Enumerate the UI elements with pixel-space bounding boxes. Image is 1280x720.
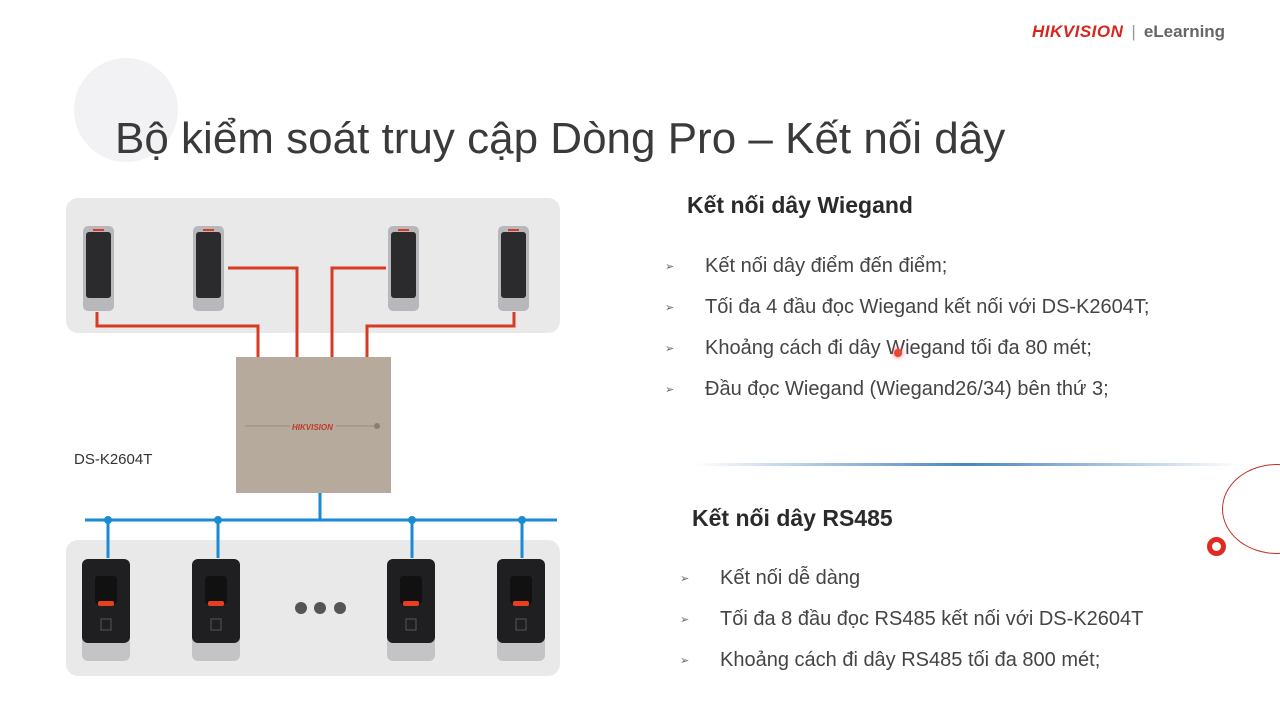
wiegand-wires	[95, 266, 516, 357]
bullet-arrow-icon: ➢	[680, 614, 690, 626]
bullet-text: Tối đa 4 đầu đọc Wiegand kết nối với DS-…	[705, 296, 1150, 318]
bullet-item: ➢ Kết nối dễ dàng	[680, 558, 1143, 599]
wiegand-wire	[95, 312, 260, 357]
wiring-diagram: HIKVISION	[66, 198, 560, 676]
keypad-reader	[83, 226, 114, 311]
keypad-readers	[83, 226, 529, 311]
decorative-circle	[74, 58, 178, 162]
decorative-dot	[1207, 537, 1226, 556]
fingerprint-reader	[82, 559, 130, 661]
bullet-text: Tối đa 8 đầu đọc RS485 kết nối với DS-K2…	[720, 608, 1144, 630]
keypad-reader	[498, 226, 529, 311]
bullet-arrow-icon: ➢	[665, 302, 675, 314]
bullet-text: Đầu đọc Wiegand (Wiegand26/34) bên thứ 3…	[705, 378, 1109, 400]
ellipsis-icon	[295, 602, 346, 614]
fingerprint-reader	[387, 559, 435, 661]
wiegand-wire	[228, 266, 299, 357]
bullet-text: Kết nối dây điểm đến điểm;	[705, 255, 948, 277]
logo-separator: |	[1131, 22, 1136, 41]
controller-model-label: DS-K2604T	[74, 451, 153, 468]
decorative-ring	[1222, 464, 1280, 554]
bullet-arrow-icon: ➢	[680, 573, 690, 585]
hikvision-logo: HIKVISION	[1032, 22, 1124, 41]
lock-icon	[374, 423, 380, 429]
bullet-item: ➢ Khoảng cách đi dây Wiegand tối đa 80 mé…	[665, 328, 1149, 369]
rs485-bullet-list: ➢ Kết nối dễ dàng ➢ Tối đa 8 đầu đọc RS485…	[680, 558, 1143, 681]
bullet-item: ➢ Tối đa 8 đầu đọc RS485 kết nối với DS-K…	[680, 599, 1143, 640]
bullet-text: Kết nối dễ dàng	[720, 567, 861, 589]
bullet-item: ➢ Khoảng cách đi dây RS485 tối đa 800 mét…	[680, 640, 1143, 681]
bullet-arrow-icon: ➢	[665, 261, 675, 273]
controller-brand: HIKVISION	[292, 423, 333, 432]
fingerprint-reader	[497, 559, 545, 661]
wiegand-reader-panel	[66, 198, 560, 333]
rs485-heading: Kết nối dây RS485	[692, 505, 893, 531]
elearning-logo: eLearning	[1143, 22, 1226, 41]
bullet-arrow-icon: ➢	[665, 343, 675, 355]
rs485-reader-panel	[66, 540, 560, 676]
rs485-bus	[85, 493, 557, 558]
fingerprint-readers	[82, 559, 545, 661]
section-divider	[695, 463, 1240, 466]
wiegand-bullet-list: ➢ Kết nối dây điểm đến điểm; ➢ Tối đa 4 đầ…	[665, 246, 1149, 410]
bullet-item: ➢ Đầu đọc Wiegand (Wiegand26/34) bên thứ …	[665, 369, 1149, 410]
keypad-reader	[193, 226, 224, 311]
fingerprint-reader	[192, 559, 240, 661]
bullet-arrow-icon: ➢	[680, 655, 690, 667]
keypad-reader	[388, 226, 419, 311]
brand-logo: HIKVISION | eLearning	[1032, 22, 1225, 42]
bullet-item: ➢ Kết nối dây điểm đến điểm;	[665, 246, 1149, 287]
wiegand-wire	[365, 312, 516, 357]
bullet-arrow-icon: ➢	[665, 384, 675, 396]
bullet-text: Khoảng cách đi dây Wiegand tối đa 80 mét…	[705, 337, 1092, 359]
bullet-text: Khoảng cách đi dây RS485 tối đa 800 mét;	[720, 649, 1101, 671]
slide-title: Bộ kiểm soát truy cập Dòng Pro – Kết nối…	[115, 114, 1006, 163]
laser-pointer	[894, 349, 902, 357]
wiegand-heading: Kết nối dây Wiegand	[687, 192, 913, 218]
wiegand-wire	[330, 266, 386, 357]
bullet-item: ➢ Tối đa 4 đầu đọc Wiegand kết nối với DS…	[665, 287, 1149, 328]
